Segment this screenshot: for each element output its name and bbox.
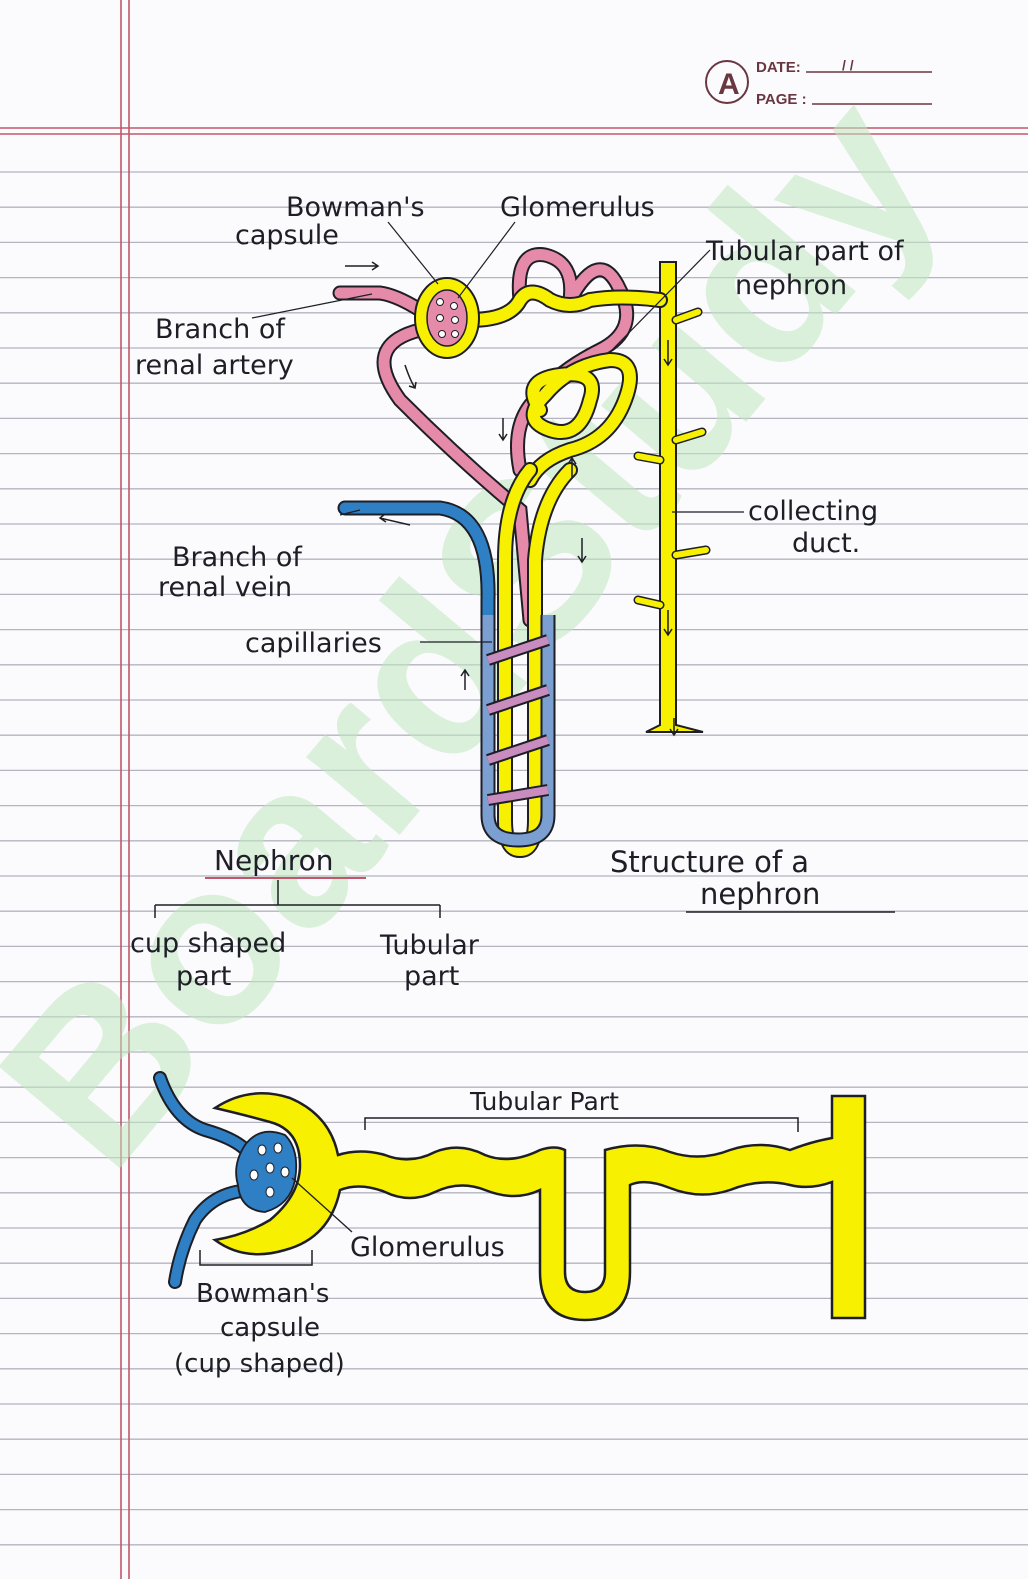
nephron-classification: Nephron cup shaped part Tubular part (130, 844, 480, 992)
label-bowmans-capsule-line1: Bowman's (286, 192, 425, 223)
label-collecting-duct-line1: collecting (748, 496, 878, 527)
child-cup-shaped-line2: part (176, 961, 231, 992)
renal-vein-fill (339, 502, 494, 806)
label-capillaries: capillaries (245, 628, 382, 659)
bowmans-capsule-bracket (199, 1250, 313, 1266)
child-tubular-line1: Tubular (379, 930, 480, 961)
label-renal-vein-line1: Branch of (172, 542, 303, 573)
diagram1-caption-line2: nephron (700, 877, 820, 911)
renal-artery-fill (334, 287, 426, 316)
glomerulus-dots (436, 298, 459, 338)
collecting-duct (645, 261, 704, 733)
date-value: / / (842, 57, 854, 73)
tubule-2 (211, 1092, 867, 1322)
capillary-network (480, 615, 556, 848)
flow-arrows (345, 261, 679, 737)
loop-of-henle-fill (499, 464, 576, 857)
page-label: PAGE : (756, 91, 807, 108)
label-glomerulus: Glomerulus (500, 192, 655, 223)
label2-bowmans-line1: Bowman's (196, 1279, 329, 1309)
blood-vessel-fill (155, 1073, 260, 1287)
label2-glomerulus: Glomerulus (350, 1232, 505, 1263)
efferent-arteriole-fill (378, 324, 536, 626)
label-renal-vein-line2: renal vein (158, 572, 292, 603)
simplified-nephron-diagram: Tubular Part Glomerulus Bowman's capsule… (153, 1071, 867, 1379)
proximal-tubule-fill (464, 286, 666, 326)
label-tubular-part-line2: nephron (735, 270, 847, 301)
logo-letter: A (718, 68, 740, 101)
child-cup-shaped-line1: cup shaped (130, 928, 286, 959)
collecting-duct-branches-fill (635, 309, 709, 608)
glomerulus-2-leader (291, 1177, 353, 1233)
label-renal-artery-line1: Branch of (155, 314, 286, 345)
page-header: A DATE: / / PAGE : (705, 57, 932, 108)
child-tubular-line2: part (404, 961, 459, 992)
logo-circle (705, 60, 749, 104)
label2-bowmans-line3: (cup shaped) (174, 1349, 345, 1379)
nephron-diagram: Bowman's capsule Glomerulus Tubular part… (135, 192, 905, 913)
label2-bowmans-line2: capsule (220, 1313, 320, 1343)
diagram1-labels: Bowman's capsule Glomerulus Tubular part… (135, 192, 905, 913)
glomerulus-2-dots (249, 1142, 290, 1198)
label-collecting-duct-line2: duct. (792, 528, 860, 559)
tree-connector (154, 880, 441, 918)
tubular-part-bracket (364, 1117, 799, 1132)
diagram1-caption-line1: Structure of a (610, 845, 809, 879)
convoluted-tubule-fill (524, 353, 636, 486)
label2-tubular-part: Tubular Part (469, 1087, 619, 1116)
classification-root: Nephron (214, 844, 333, 877)
label-renal-artery-line2: renal artery (135, 350, 294, 381)
date-label: DATE: (756, 59, 801, 76)
glomerulus-1 (426, 289, 468, 347)
label-bowmans-capsule-line2: capsule (235, 220, 339, 251)
ruled-lines (0, 171, 1028, 1546)
leader-lines (251, 221, 744, 643)
label-tubular-part-line1: Tubular part of (705, 236, 905, 267)
